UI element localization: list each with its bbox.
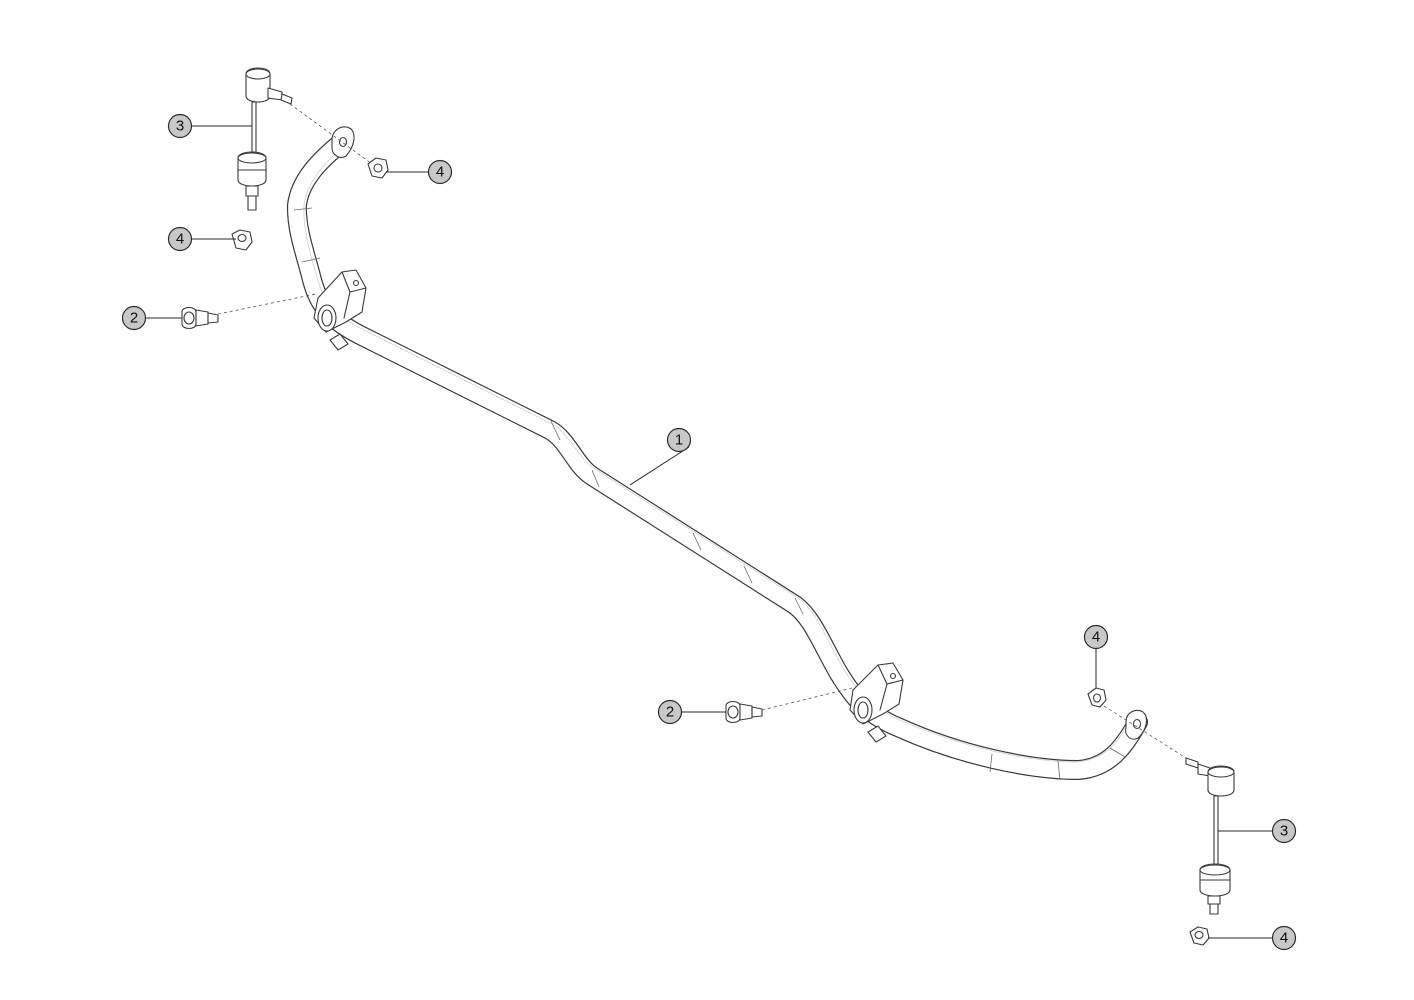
callout-3-link-right: 3 <box>1271 818 1297 844</box>
assembly-line <box>1103 705 1187 759</box>
stabilizer-link-right <box>1185 757 1235 915</box>
bar-segment-mark <box>692 532 702 551</box>
callout-number: 4 <box>176 231 184 248</box>
bushing-bracket-left <box>313 269 367 351</box>
bar-segment-mark <box>743 565 753 584</box>
bar-segment-mark <box>550 420 561 441</box>
callout-number: 3 <box>1280 823 1288 840</box>
nut-right-upper <box>1087 687 1107 708</box>
nut-left-upper <box>367 157 389 179</box>
assembly-line <box>289 103 373 165</box>
callout-number: 4 <box>1092 629 1100 646</box>
callout-3-link-left: 3 <box>167 113 193 139</box>
assembly-line <box>761 687 853 711</box>
callout-2-bolt-left: 2 <box>121 305 147 331</box>
bar-end-hole-left <box>338 136 348 148</box>
stabilizer-bar <box>286 126 1148 781</box>
leader-line <box>629 446 690 486</box>
bar-segment-mark <box>989 753 993 773</box>
callout-4-nut-right-lower: 4 <box>1271 925 1297 951</box>
callout-1-bar: 1 <box>666 427 692 453</box>
bar-segment-mark <box>794 597 804 615</box>
bar-segment-mark <box>1057 760 1061 781</box>
callout-number: 4 <box>1280 930 1288 947</box>
callout-number: 4 <box>436 164 444 181</box>
bushing-bracket-right <box>849 662 904 743</box>
bolt-right <box>725 700 763 724</box>
callout-4-nut-left-upper: 4 <box>427 159 453 185</box>
callout-number: 2 <box>130 310 138 327</box>
bar-segment-mark <box>591 469 600 488</box>
callout-4-nut-left-lower: 4 <box>167 226 193 252</box>
assembly-line <box>217 293 317 315</box>
stabilizer-link-left <box>237 67 293 211</box>
nut-right-lower <box>1189 926 1210 946</box>
callout-number: 2 <box>666 704 674 721</box>
bolt-left <box>181 306 219 330</box>
callout-number: 3 <box>176 118 184 135</box>
bar-end-hole-right <box>1132 718 1142 730</box>
bar-segment-mark <box>293 207 313 211</box>
callout-4-nut-right-upper: 4 <box>1083 624 1109 650</box>
bar-segment-mark <box>1109 747 1126 758</box>
callout-2-bolt-right: 2 <box>657 699 683 725</box>
callout-number: 1 <box>675 432 683 449</box>
nut-left-lower <box>231 229 253 251</box>
bar-segment-mark <box>301 257 321 263</box>
